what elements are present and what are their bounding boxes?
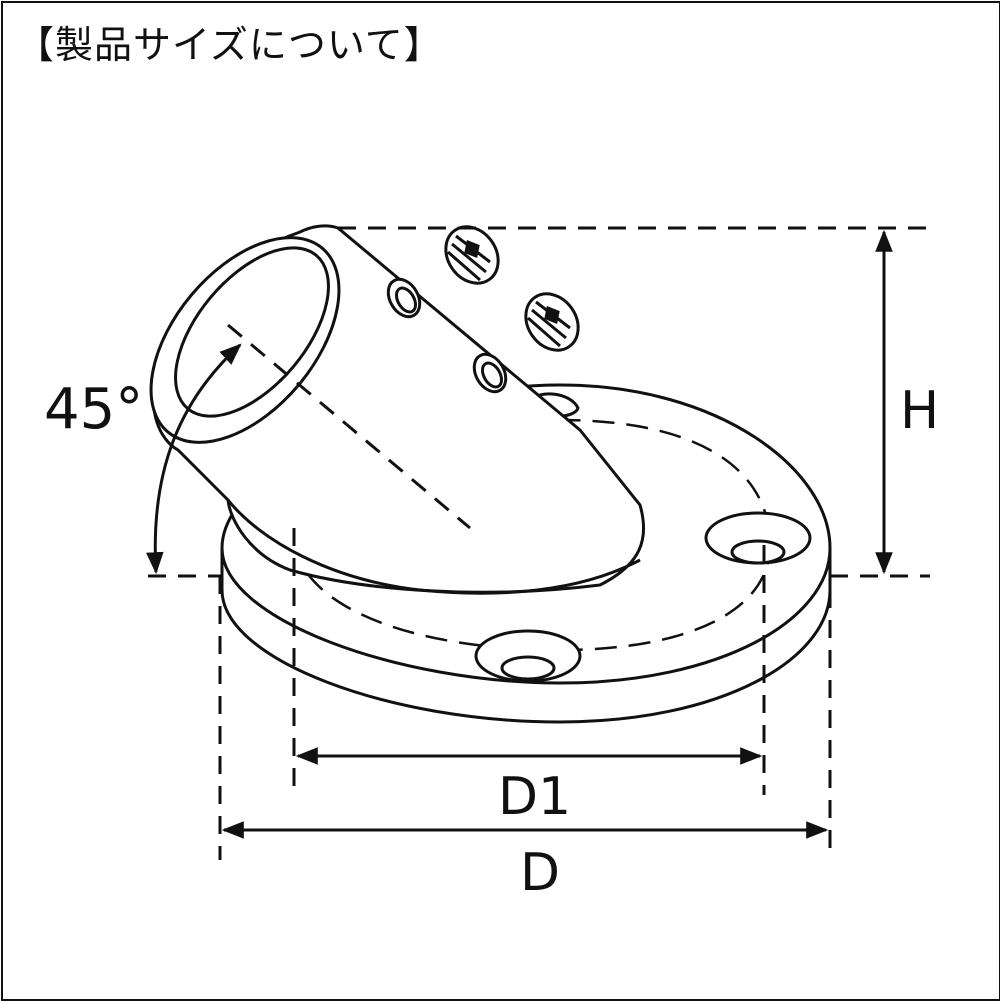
inner-diameter-label: D1 xyxy=(498,767,571,827)
angle-label: 45° xyxy=(44,377,143,442)
page-title: 【製品サイズについて】 xyxy=(16,23,443,67)
setscrew-hole-upper xyxy=(386,277,422,319)
flange-side-outline xyxy=(220,548,832,724)
outer-diameter-label: D xyxy=(520,843,560,903)
tube-base-fillet xyxy=(226,499,641,595)
tube-axis-line xyxy=(227,323,471,530)
setscrew-lower-icon xyxy=(524,292,580,352)
angle-arc xyxy=(146,343,242,575)
setscrew-upper-icon xyxy=(444,225,500,285)
mount-hole-front xyxy=(474,629,582,683)
mount-hole-right xyxy=(704,511,812,565)
height-label: H xyxy=(900,381,939,441)
setscrew-hole-lower xyxy=(472,352,508,394)
